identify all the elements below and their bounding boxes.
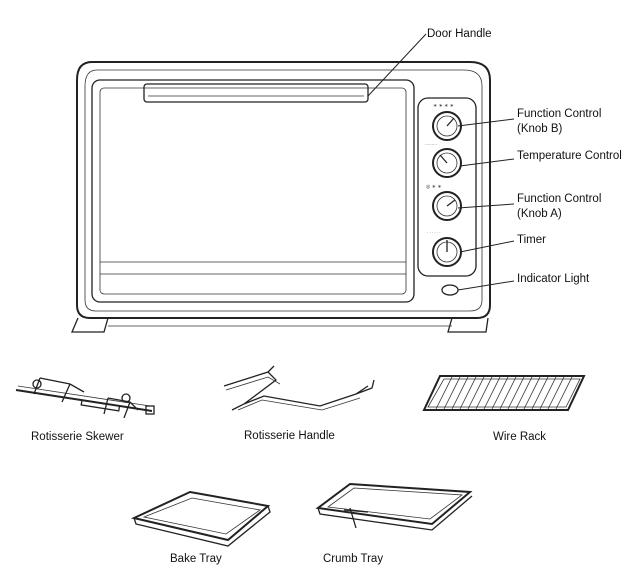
label-temperature-control: Temperature Control xyxy=(517,150,622,162)
label-indicator-light: Indicator Light xyxy=(517,273,590,285)
label-crumb-tray: Crumb Tray xyxy=(323,553,383,565)
door-handle xyxy=(143,83,369,103)
label-function-control-a-line2: (Knob A) xyxy=(517,208,562,220)
toaster-oven: ∗ ∗ ∗ ∗ ········· ◎ ∗ ∗ · · · · · · xyxy=(71,61,491,333)
oven-foot-left xyxy=(71,317,109,333)
svg-text:·········: ········· xyxy=(425,142,437,147)
bake-tray xyxy=(130,490,271,547)
callout-leaders xyxy=(367,33,515,291)
label-timer: Timer xyxy=(517,234,546,246)
label-function-control-a-line1: Function Control xyxy=(517,193,601,205)
label-function-control-b-line1: Function Control xyxy=(517,108,601,120)
label-rotisserie-handle: Rotisserie Handle xyxy=(244,430,335,442)
svg-text:◎ ∗ ∗: ◎ ∗ ∗ xyxy=(426,184,442,190)
wire-rack xyxy=(422,375,586,411)
temperature-control-knob: ········· xyxy=(425,142,462,178)
oven-body xyxy=(76,61,491,319)
oven-foot-right xyxy=(447,317,489,333)
oven-door xyxy=(91,79,415,303)
svg-text:∗ ∗ ∗ ∗: ∗ ∗ ∗ ∗ xyxy=(433,103,454,109)
label-bake-tray: Bake Tray xyxy=(170,553,222,565)
function-control-knob-b: ∗ ∗ ∗ ∗ xyxy=(432,103,462,141)
crumb-tray xyxy=(315,482,473,531)
svg-text:· · · · · ·: · · · · · · xyxy=(427,230,441,235)
timer-knob: · · · · · · xyxy=(427,230,462,267)
label-function-control-b-line2: (Knob B) xyxy=(517,123,563,135)
door-window xyxy=(99,87,407,295)
label-wire-rack: Wire Rack xyxy=(493,431,546,443)
label-rotisserie-skewer: Rotisserie Skewer xyxy=(31,431,124,443)
indicator-light xyxy=(441,284,459,296)
label-door-handle: Door Handle xyxy=(427,28,492,40)
rotisserie-handle xyxy=(223,365,375,411)
control-panel xyxy=(417,97,477,277)
rotisserie-skewer xyxy=(15,377,155,419)
function-control-knob-a: ◎ ∗ ∗ xyxy=(426,184,462,221)
